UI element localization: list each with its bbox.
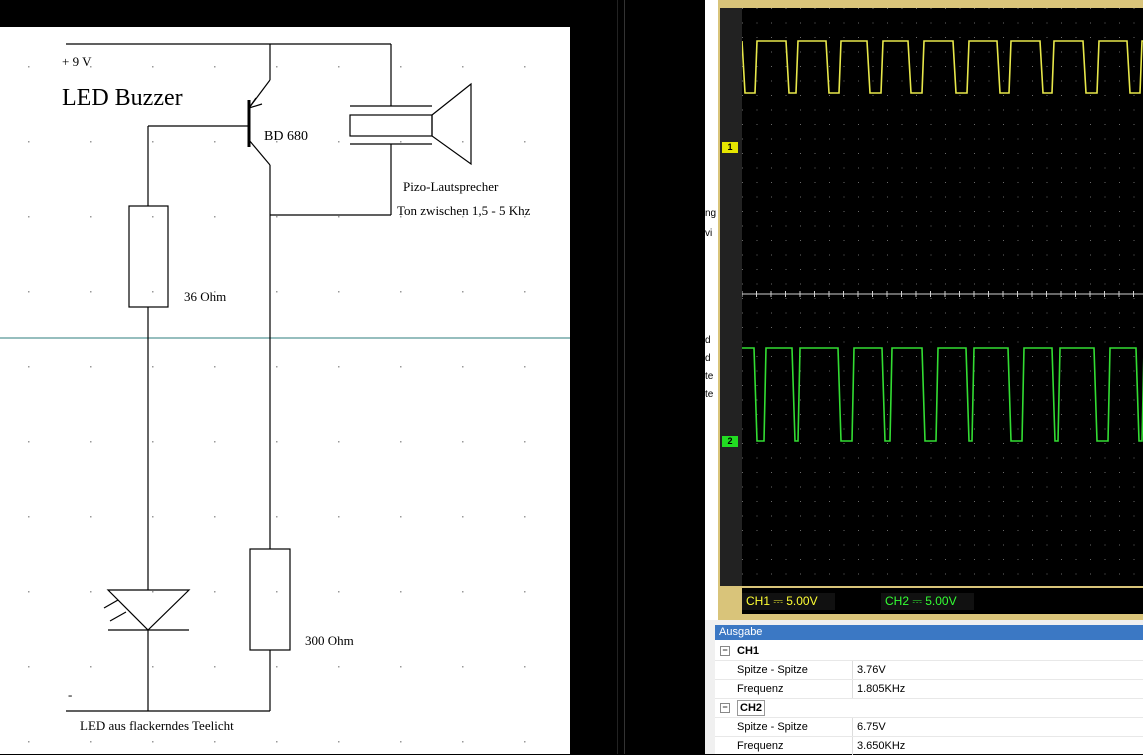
- collapse-icon[interactable]: −: [720, 646, 730, 656]
- output-row: Frequenz 1.805KHz: [715, 680, 1143, 698]
- schematic-panel: + 9 V LED Buzzer BD 680 Pizo-Lautspreche…: [0, 27, 570, 754]
- row-value: 3.650KHz: [852, 737, 905, 755]
- output-header: Ausgabe: [715, 625, 1143, 640]
- piezo-crystal: [349, 114, 433, 137]
- emitter-arrow: [247, 97, 263, 110]
- center-axis-ticks: [741, 291, 1134, 297]
- side-text-fragment: ng: [705, 208, 717, 219]
- collapse-icon[interactable]: −: [720, 703, 730, 713]
- output-group-ch1[interactable]: − CH1: [715, 642, 1143, 660]
- group-label: CH1: [737, 645, 760, 657]
- ch2-trace: [742, 347, 1143, 442]
- group-label: CH2: [737, 700, 766, 716]
- row-value: 6.75V: [852, 718, 886, 736]
- scope-channel-strip: [720, 8, 742, 586]
- output-group-ch2[interactable]: − CH2: [715, 699, 1143, 717]
- row-label: Spitze - Spitze: [737, 664, 808, 676]
- speaker-cone: [431, 82, 472, 166]
- scope-side-text: ng vi d d te te: [705, 0, 718, 620]
- row-separator: [715, 717, 1143, 718]
- output-panel: Ausgabe − CH1 Spitze - Spitze 3.76V Freq…: [715, 625, 1143, 755]
- output-row: Spitze - Spitze 6.75V: [715, 718, 1143, 736]
- resistor1-label: 36 Ohm: [184, 289, 227, 304]
- ch2-scale-readout: CH2 ⎓ 5.00V: [881, 593, 974, 610]
- row-value: 3.76V: [852, 661, 886, 679]
- scope-grid: [742, 8, 1135, 575]
- side-text-fragment: vi: [705, 228, 713, 239]
- row-value: 1.805KHz: [852, 680, 905, 698]
- scope-traces: [741, 8, 1143, 575]
- supply-label: + 9 V: [62, 54, 92, 69]
- led-symbol: [106, 589, 191, 631]
- ch2-level-marker[interactable]: 2: [722, 436, 738, 447]
- output-row: Spitze - Spitze 3.76V: [715, 661, 1143, 679]
- resistor-36-ohm: [128, 205, 169, 308]
- resistor2-label: 300 Ohm: [305, 633, 354, 648]
- output-row: Frequenz 3.650KHz: [715, 737, 1143, 755]
- ch1-level-marker[interactable]: 1: [722, 142, 738, 153]
- panel-divider: [617, 0, 625, 754]
- schematic-drawing: [0, 43, 570, 743]
- side-text-fragment: te: [705, 371, 714, 382]
- collector-lead: [248, 139, 271, 166]
- tone-label: Ton zwischen 1,5 - 5 Khz: [397, 203, 531, 218]
- side-text-fragment: d: [705, 353, 711, 364]
- side-text-fragment: te: [705, 389, 714, 400]
- scope-status-bar: CH1 ⎓ 5.00V CH2 ⎓ 5.00V: [742, 588, 1143, 614]
- row-separator: [715, 660, 1143, 661]
- ch1-trace: [741, 40, 1143, 94]
- row-separator: [715, 736, 1143, 737]
- row-label: Frequenz: [737, 740, 784, 752]
- scope-screen[interactable]: [741, 8, 1143, 586]
- ch1-scale-readout: CH1 ⎓ 5.00V: [742, 593, 835, 610]
- row-label: Frequenz: [737, 683, 784, 695]
- speaker-label: Pizo-Lautsprecher: [403, 179, 499, 194]
- row-label: Spitze - Spitze: [737, 721, 808, 733]
- transistor-label: BD 680: [264, 129, 308, 144]
- resistor-300-ohm: [249, 548, 291, 651]
- row-separator: [715, 698, 1143, 699]
- led-ray-1: [103, 599, 119, 609]
- dot-grid: [28, 66, 526, 743]
- ground-label: -: [68, 687, 73, 702]
- led-label: LED aus flackerndes Teelicht: [80, 718, 234, 733]
- led-ray-2: [109, 611, 127, 622]
- row-separator: [715, 679, 1143, 680]
- schematic-title: LED Buzzer: [62, 85, 183, 111]
- side-text-fragment: d: [705, 335, 711, 346]
